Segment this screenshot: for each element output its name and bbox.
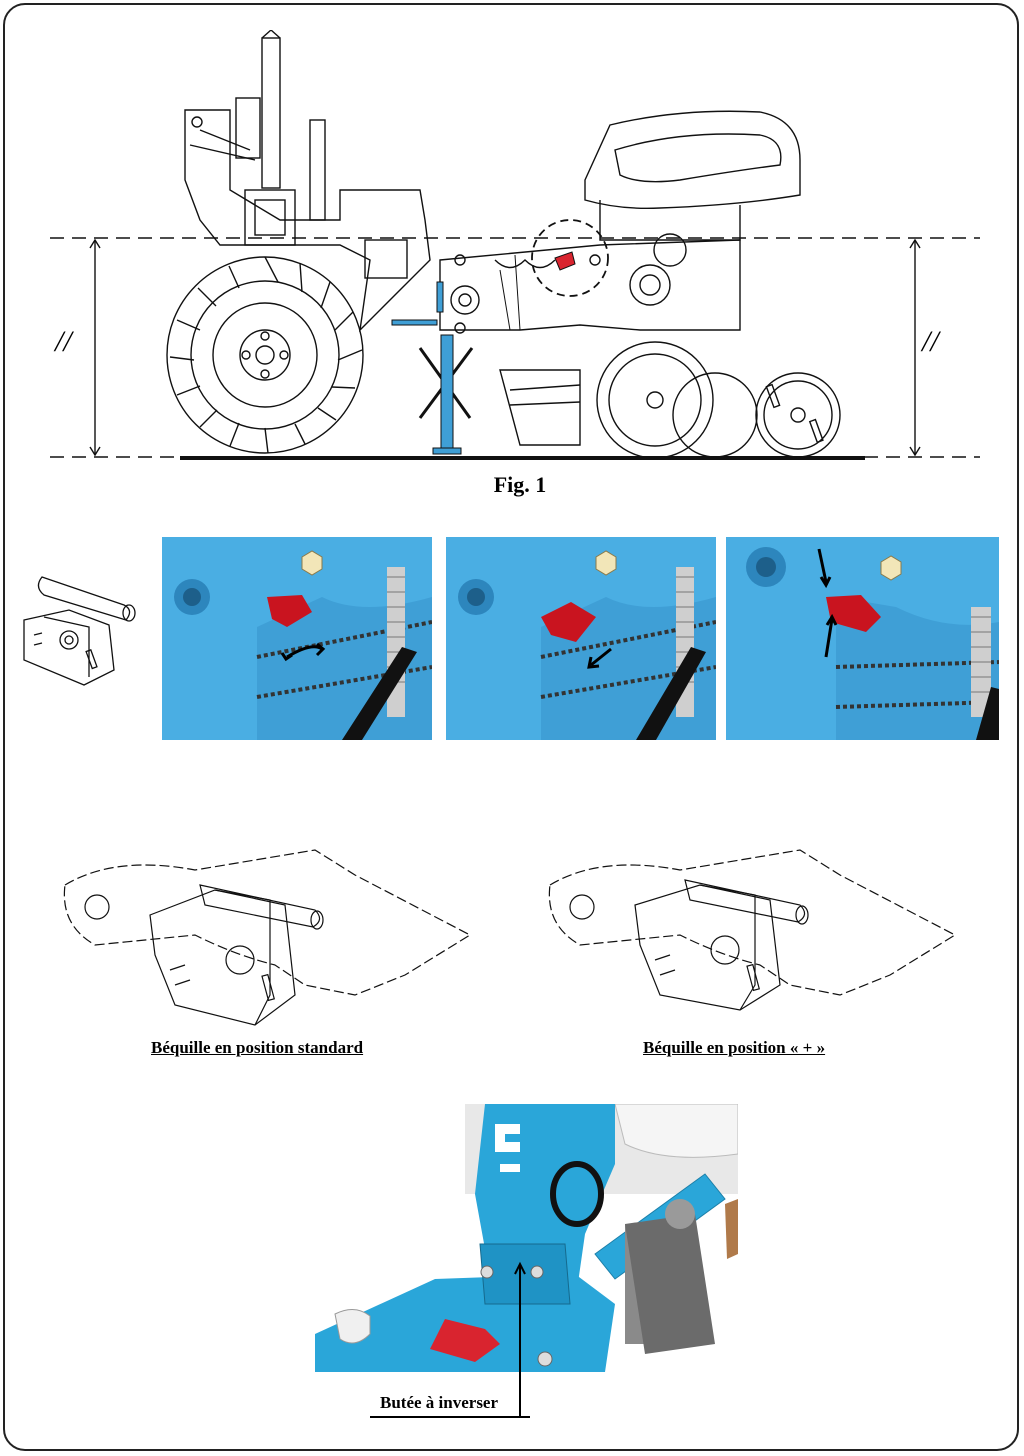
standard-position-drawing (55, 845, 480, 1035)
detail-render (315, 1104, 738, 1372)
page-border (3, 3, 1019, 1451)
callout-underline (370, 1416, 530, 1418)
callout-leader (519, 1370, 521, 1416)
dimension-mark-left: // (55, 325, 72, 358)
standard-position-label: Béquille en position standard (151, 1038, 364, 1057)
plus-position-label: Béquille en position « + » (643, 1038, 826, 1057)
side-view-drawing (40, 30, 990, 470)
callout-label: Butée à inverser (380, 1393, 499, 1412)
photo-step-2 (446, 537, 716, 740)
photo-step-1 (162, 537, 432, 740)
plus-position-drawing (540, 845, 965, 1035)
photo-step-3 (726, 537, 999, 740)
dimension-mark-right: // (922, 325, 939, 358)
stand-sketch (14, 565, 144, 695)
figure-caption: Fig. 1 (493, 472, 547, 497)
